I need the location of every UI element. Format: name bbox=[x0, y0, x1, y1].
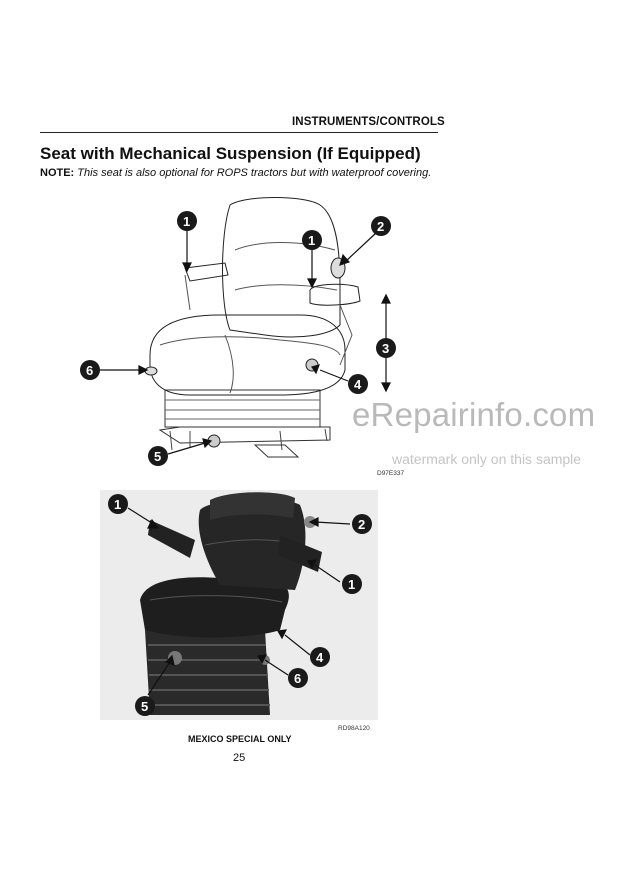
callout-2: 2 bbox=[371, 216, 391, 236]
photo-callout-5: 5 bbox=[135, 696, 155, 716]
svg-text:4: 4 bbox=[316, 650, 324, 665]
note-paragraph: NOTE: This seat is also optional for ROP… bbox=[40, 167, 438, 181]
svg-text:1: 1 bbox=[308, 233, 315, 248]
seat-photo: 1 2 1 4 6 5 bbox=[100, 490, 378, 720]
photo-caption: MEXICO SPECIAL ONLY bbox=[188, 734, 292, 744]
page-number: 25 bbox=[233, 752, 246, 764]
note-label: NOTE: bbox=[40, 167, 75, 179]
photo-callout-1a: 1 bbox=[108, 494, 128, 514]
svg-text:1: 1 bbox=[348, 577, 355, 592]
note-text: This seat is also optional for ROPS trac… bbox=[74, 167, 432, 179]
watermark-site: eRepairinfo.com bbox=[352, 396, 596, 433]
figure-code: D97E337 bbox=[377, 470, 405, 477]
photo-code: RD98A120 bbox=[338, 725, 370, 732]
section-header: INSTRUMENTS/CONTROLS bbox=[292, 116, 445, 128]
svg-text:5: 5 bbox=[154, 449, 161, 464]
seat-photo-illustration: 1 2 1 4 6 5 bbox=[108, 492, 372, 716]
svg-text:2: 2 bbox=[358, 517, 365, 532]
callout-6: 6 bbox=[80, 360, 100, 380]
svg-text:2: 2 bbox=[377, 219, 384, 234]
svg-text:1: 1 bbox=[114, 497, 121, 512]
photo-callout-2: 2 bbox=[352, 514, 372, 534]
photo-callout-1b: 1 bbox=[342, 574, 362, 594]
svg-text:1: 1 bbox=[183, 214, 190, 229]
svg-text:6: 6 bbox=[86, 363, 93, 378]
seat-line-drawing: 1 2 1 3 6 4 5 bbox=[80, 197, 396, 466]
svg-text:6: 6 bbox=[294, 671, 301, 686]
photo-callout-6: 6 bbox=[288, 668, 308, 688]
callout-3: 3 bbox=[376, 338, 396, 358]
callout-5: 5 bbox=[148, 446, 168, 466]
watermark-note: watermark only on this sample bbox=[392, 451, 582, 467]
callout-1a: 1 bbox=[177, 211, 197, 231]
svg-text:4: 4 bbox=[354, 377, 362, 392]
page-title: Seat with Mechanical Suspension (If Equi… bbox=[40, 144, 421, 163]
callout-4: 4 bbox=[348, 374, 368, 394]
photo-callout-4: 4 bbox=[310, 647, 330, 667]
svg-text:3: 3 bbox=[382, 341, 389, 356]
callout-1b: 1 bbox=[302, 230, 322, 250]
header-rule bbox=[40, 132, 438, 133]
svg-text:5: 5 bbox=[141, 699, 148, 714]
